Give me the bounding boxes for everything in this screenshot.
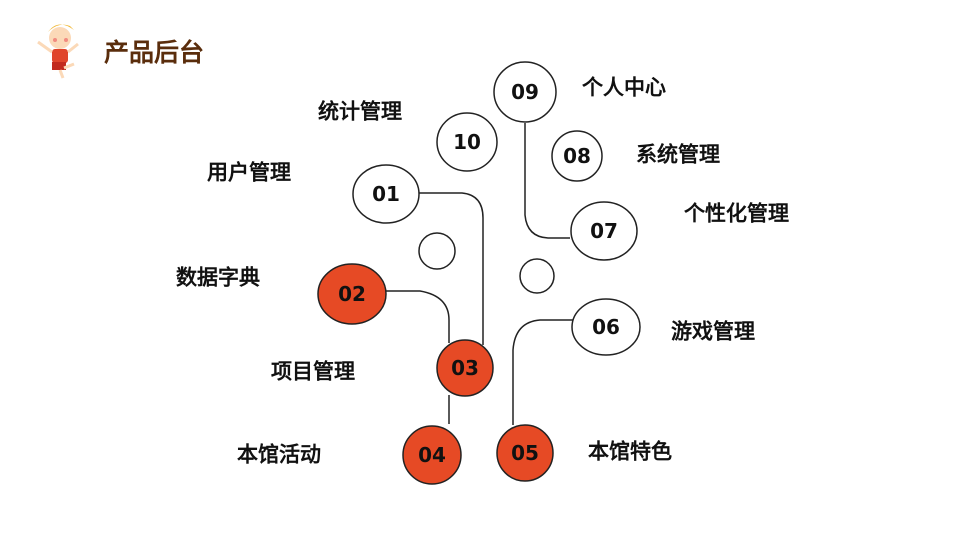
node-02[interactable]: 02 xyxy=(317,263,387,325)
node-label-08: 系统管理 xyxy=(636,142,720,167)
node-circle xyxy=(496,424,554,482)
node-circle xyxy=(493,61,557,123)
node-label-07: 个性化管理 xyxy=(684,201,789,226)
node-08[interactable]: 08 xyxy=(551,130,603,182)
decor-circle xyxy=(418,232,456,270)
node-06[interactable]: 06 xyxy=(571,298,641,356)
node-label-04: 本馆活动 xyxy=(237,442,321,467)
node-number: 02 xyxy=(338,282,366,306)
decor-circle xyxy=(519,258,555,294)
node-label-03: 项目管理 xyxy=(271,359,355,384)
node-09[interactable]: 09 xyxy=(493,61,557,123)
node-number: 05 xyxy=(511,441,539,465)
node-05[interactable]: 05 xyxy=(496,424,554,482)
node-circle xyxy=(436,112,498,172)
node-label-06: 游戏管理 xyxy=(671,319,755,344)
node-circle xyxy=(352,164,420,224)
node-circle xyxy=(551,130,603,182)
node-number: 03 xyxy=(451,356,479,380)
node-label-05: 本馆特色 xyxy=(588,439,672,464)
node-number: 04 xyxy=(418,443,446,467)
node-label-10: 统计管理 xyxy=(318,99,402,124)
node-number: 07 xyxy=(590,219,618,243)
node-circle xyxy=(317,263,387,325)
node-circle xyxy=(402,425,462,485)
node-07[interactable]: 07 xyxy=(570,201,638,261)
node-label-02: 数据字典 xyxy=(176,265,260,290)
node-03[interactable]: 03 xyxy=(436,339,494,397)
node-10[interactable]: 10 xyxy=(436,112,498,172)
node-number: 06 xyxy=(592,315,620,339)
node-04[interactable]: 04 xyxy=(402,425,462,485)
mascot-icon xyxy=(37,24,79,79)
node-circle xyxy=(571,298,641,356)
node-circle xyxy=(570,201,638,261)
node-number: 08 xyxy=(563,144,591,168)
node-label-09: 个人中心 xyxy=(582,75,666,100)
node-label-01: 用户管理 xyxy=(207,160,291,185)
node-number: 10 xyxy=(453,130,481,154)
node-number: 01 xyxy=(372,182,400,206)
page-title: 产品后台 xyxy=(104,38,205,67)
node-number: 09 xyxy=(511,80,539,104)
node-01[interactable]: 01 xyxy=(352,164,420,224)
node-circle xyxy=(436,339,494,397)
connector-lines xyxy=(386,123,573,425)
